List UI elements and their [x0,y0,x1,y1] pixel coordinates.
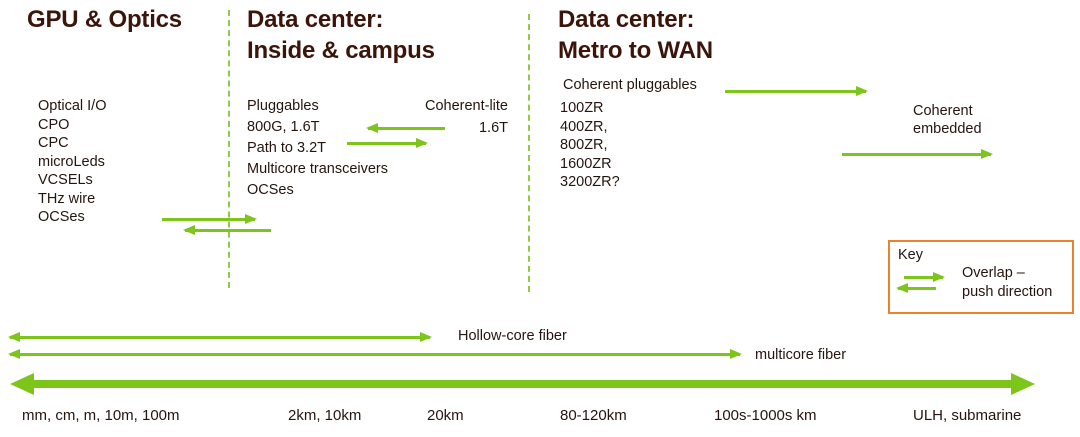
coherent-embedded-label: Coherent embedded [913,102,982,138]
axis-label-100s-1000s-km: 100s-1000s km [714,407,817,424]
key-title: Key [898,247,923,263]
arrowhead-right-icon [245,213,257,224]
gpu-optics-tech-list: Optical I/O CPO CPC microLeds VCSELs THz… [38,97,107,227]
axis-label-20km: 20km [427,407,464,424]
list-item: microLeds [38,153,105,170]
list-item: VCSELs [38,172,93,188]
arrowhead-left-icon [10,373,34,395]
key-line: push direction [962,283,1053,300]
title-line: Metro to WAN [558,37,713,64]
list-item: 1600ZR [560,155,612,172]
arrow-shaft [162,217,255,221]
column-divider-2 [528,14,530,292]
arrowhead-right-icon [420,331,432,342]
list-item: 3200ZR? [560,174,620,190]
label-line: Coherent-lite [424,98,508,114]
arrowhead-left-icon [8,331,20,342]
hollow-core-fiber-arrow [8,331,432,343]
list-item: Multicore transceivers [247,161,389,177]
list-item: Path to 3.2T [247,140,326,156]
axis-label-2km-10km: 2km, 10km [288,407,362,424]
push-arrow-right-pluggables [345,137,428,149]
axis-label-80-120km: 80-120km [560,407,627,424]
arrowhead-left-icon [366,122,378,133]
label-line: embedded [913,121,982,137]
title-line: Data center: [558,6,695,33]
arrow-shaft [347,141,426,145]
arrow-shaft [842,152,991,156]
title-line: Inside & campus [247,37,435,64]
arrow-shaft [20,380,1025,388]
push-arrow-right-coherent-embedded [840,148,993,160]
column-title-dc-inside-campus: Data center: Inside & campus [247,4,435,66]
label-line: Coherent [913,103,973,119]
distance-axis-arrow [10,372,1035,396]
list-item: OCSes [38,209,85,225]
zr-list: 100ZR 400ZR, 800ZR, 1600ZR 3200ZR? [560,99,620,192]
list-item: 100ZR [560,100,604,116]
key-description: Overlap – push direction [962,264,1052,301]
arrow-shaft [898,286,936,290]
push-arrow-left-coherent-lite [366,122,447,134]
arrowhead-right-icon [856,85,868,96]
push-arrow-right-coherent-pluggables [723,85,868,97]
key-arrow-right [902,271,945,283]
arrowhead-left-icon [8,348,20,359]
push-arrow-left-dc-gpu [183,224,273,236]
label-line: 1.6T [478,120,508,136]
list-item: Pluggables [247,98,319,114]
multicore-fiber-label: multicore fiber [755,347,847,363]
arrow-shaft [10,352,740,356]
arrowhead-left-icon [183,224,195,235]
list-item: 800ZR, [560,137,608,153]
title-line: Data center: [247,6,384,33]
arrow-shaft [725,89,866,93]
arrowhead-right-icon [933,271,945,282]
push-arrow-right-gpu-dc [160,213,257,225]
hollow-core-fiber-label: Hollow-core fiber [458,328,567,344]
title-line: GPU & Optics [27,6,182,33]
arrow-shaft [10,335,430,339]
column-title-dc-metro-wan: Data center: Metro to WAN [558,4,713,66]
list-item: CPO [38,116,70,133]
list-item: Optical I/O [38,98,107,114]
key-arrow-left [896,282,938,294]
axis-label-mm-100m: mm, cm, m, 10m, 100m [22,407,180,424]
list-item: CPC [38,135,69,151]
coherent-pluggables-label: Coherent pluggables [563,77,697,93]
dc-inside-tech-list: Pluggables 800G, 1.6T Path to 3.2T Multi… [247,96,388,201]
list-item: THz wire [38,190,96,207]
arrowhead-right-icon [730,348,742,359]
column-title-gpu-optics: GPU & Optics [27,4,182,35]
arrow-shaft [368,126,445,130]
multicore-fiber-arrow [8,348,742,360]
list-item: 400ZR, [560,118,608,135]
list-item: 800G, 1.6T [247,119,320,135]
arrow-shaft [904,275,943,279]
arrow-shaft [185,228,271,232]
list-item: OCSes [247,182,294,198]
arrowhead-right-icon [1011,373,1035,395]
coherent-lite-label: Coherent-lite 1.6T [400,95,508,139]
arrowhead-right-icon [416,137,428,148]
arrowhead-right-icon [981,148,993,159]
arrowhead-left-icon [896,282,908,293]
axis-label-ulh-submarine: ULH, submarine [913,407,1022,424]
column-divider-1 [228,10,230,288]
key-line: Overlap – [962,265,1025,281]
